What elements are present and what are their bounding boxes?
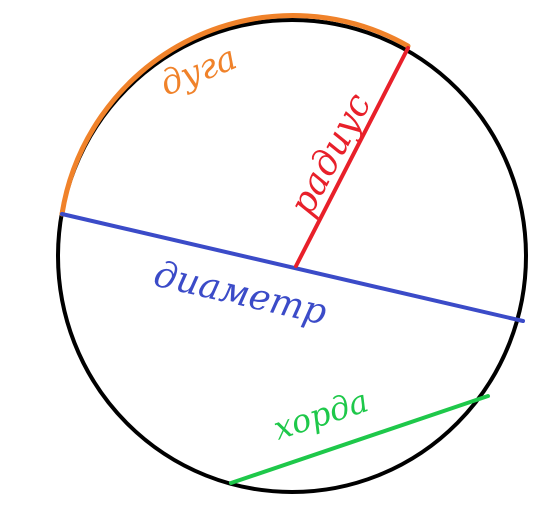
diameter-label: диаметр bbox=[150, 254, 331, 333]
chord-line bbox=[229, 394, 490, 485]
circle-outline bbox=[56, 18, 528, 494]
arc-segment bbox=[59, 13, 411, 217]
diameter-line bbox=[60, 212, 525, 323]
arc-label: дуга bbox=[154, 38, 242, 105]
radius-line bbox=[294, 46, 410, 268]
chord-label: хорда bbox=[269, 381, 373, 447]
